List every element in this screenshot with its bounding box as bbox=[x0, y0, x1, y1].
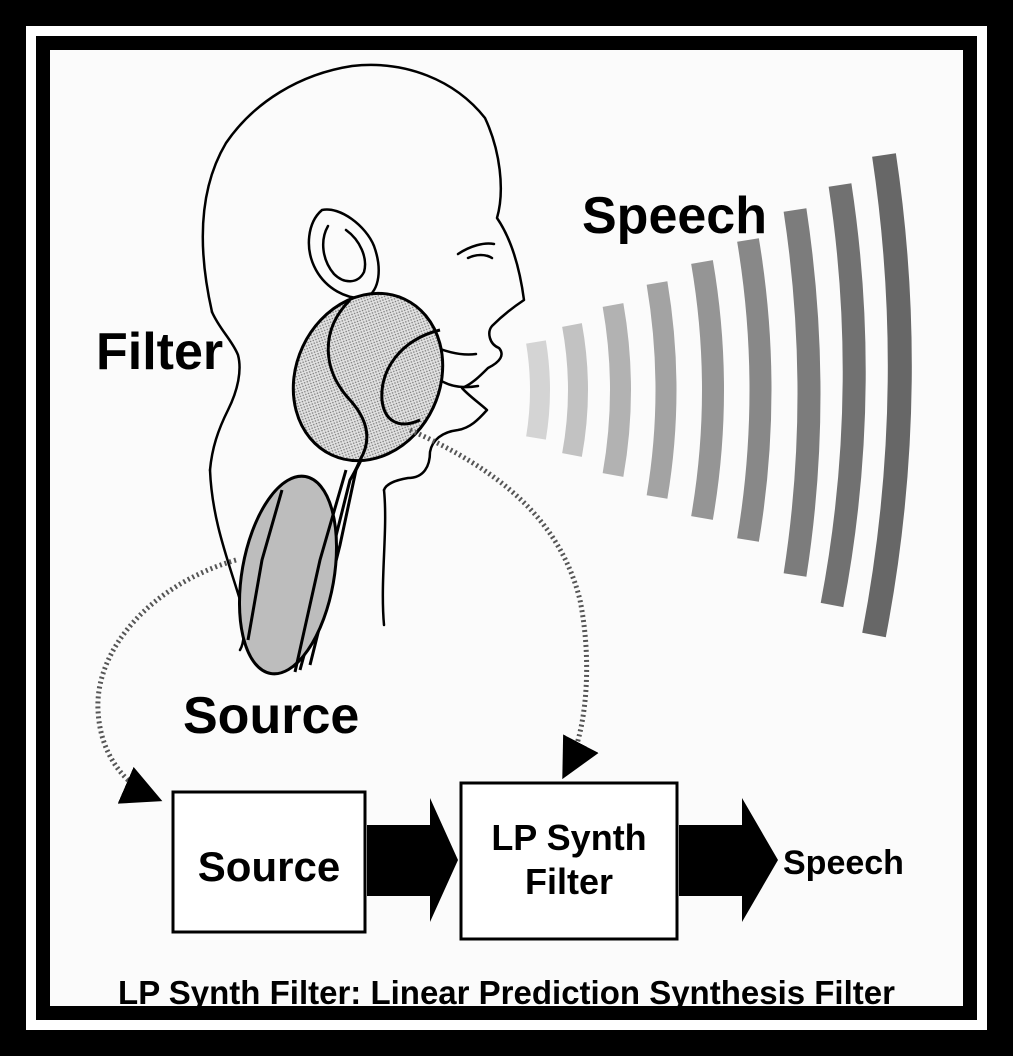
lp-synth-line1: LP Synth bbox=[463, 816, 675, 860]
source-to-filter-arrow-icon bbox=[367, 798, 458, 922]
source-label: Source bbox=[183, 686, 359, 746]
neck-front bbox=[383, 490, 385, 625]
wave-arc-5 bbox=[702, 262, 713, 518]
lp-synth-line2: Filter bbox=[463, 860, 675, 904]
source-box-label: Source bbox=[175, 843, 363, 891]
eye bbox=[468, 255, 492, 258]
speech-output-label: Speech bbox=[783, 844, 904, 883]
filter-ellipse bbox=[266, 269, 469, 486]
eye-brow bbox=[458, 243, 494, 254]
wave-arc-4 bbox=[657, 283, 666, 497]
wave-arc-1 bbox=[536, 342, 540, 438]
wave-arc-7 bbox=[795, 210, 809, 575]
neck-back bbox=[210, 470, 244, 650]
ear-inner bbox=[323, 226, 365, 281]
ear-outer bbox=[309, 209, 379, 298]
filter-to-box-arrow bbox=[410, 430, 587, 772]
speech-label: Speech bbox=[582, 186, 767, 246]
wave-arc-3 bbox=[613, 305, 621, 475]
lp-synth-filter-label: LP Synth Filter bbox=[463, 816, 675, 904]
wave-arc-2 bbox=[572, 325, 578, 455]
source-ellipse bbox=[225, 469, 350, 682]
caption: LP Synth Filter: Linear Prediction Synth… bbox=[0, 974, 1013, 1012]
source-to-box-arrow bbox=[98, 560, 236, 798]
wave-arc-6 bbox=[748, 240, 761, 540]
filter-to-speech-arrow-icon bbox=[679, 798, 778, 922]
wave-arc-8 bbox=[832, 185, 854, 605]
wave-arc-9 bbox=[874, 155, 900, 635]
filter-label: Filter bbox=[96, 322, 223, 382]
